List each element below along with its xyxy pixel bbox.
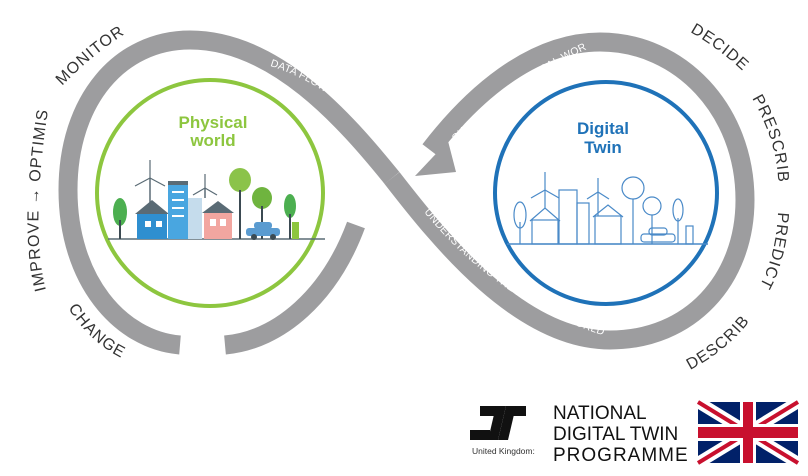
city-illustration-color [108, 160, 325, 240]
physical-world-title-line1: Physical [179, 113, 248, 132]
ndtp-logo-mark-icon [470, 406, 526, 440]
logo-line-digital-twin: DIGITAL TWIN [553, 424, 679, 445]
infinity-loop [58, 30, 755, 355]
label-improve-optimise: IMPROVE → OPTIMISE [0, 0, 52, 293]
loop-left-upper [58, 30, 400, 355]
loop-right-upper [422, 32, 601, 156]
physical-world-title-line2: world [189, 131, 235, 150]
loop-right-lower [384, 32, 755, 350]
logo-country-label: United Kingdom: [472, 446, 535, 456]
physical-world-circle: Physical world [95, 78, 325, 308]
digital-twin-circle: Digital Twin [493, 80, 719, 306]
logo-line-national: NATIONAL [553, 403, 647, 424]
uk-flag-icon [694, 396, 802, 469]
loop-left-lower [223, 221, 365, 355]
digital-twin-title-line1: Digital [577, 119, 629, 138]
city-illustration-wireframe [507, 172, 708, 245]
loop-arrowhead [415, 141, 456, 176]
logo-line-programme: PROGRAMME [553, 445, 689, 466]
label-decide: DECIDE [688, 21, 752, 75]
digital-twin-title-line2: Twin [584, 138, 621, 157]
